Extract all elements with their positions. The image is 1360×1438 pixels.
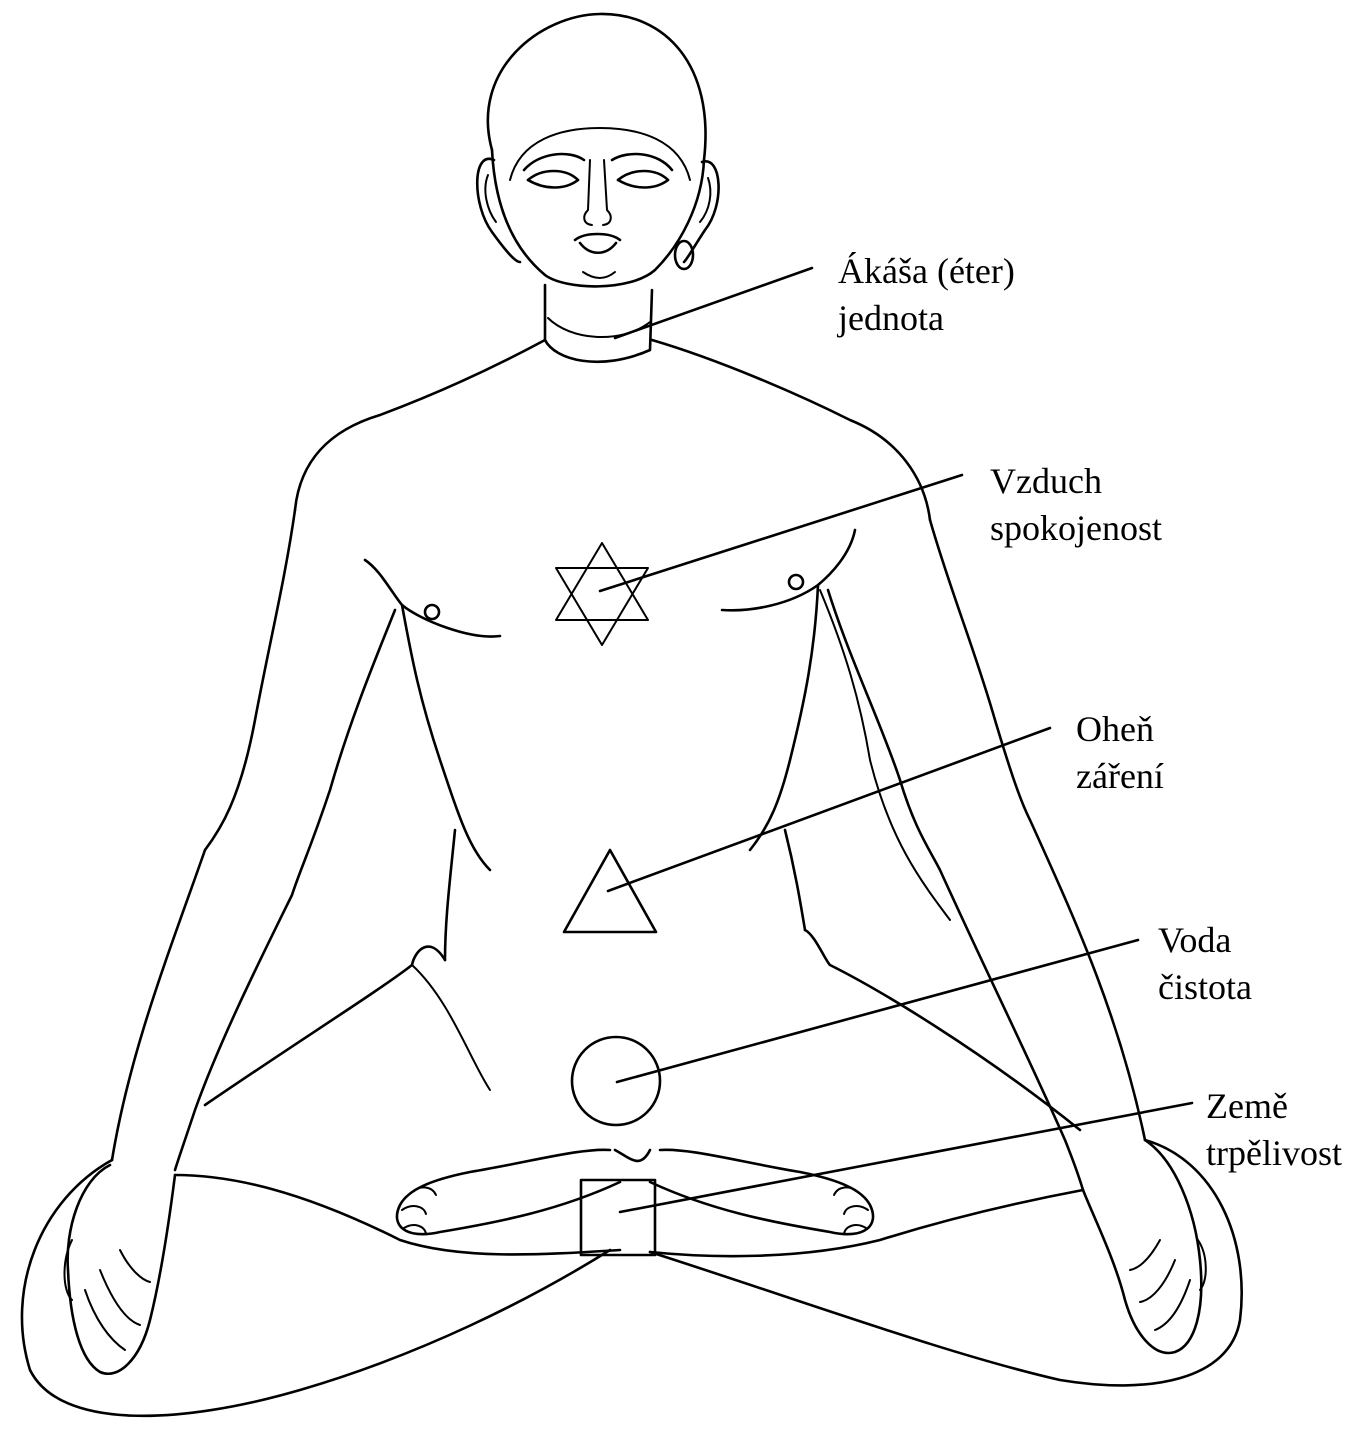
- water-element-name: Voda: [1158, 917, 1252, 964]
- figure-legs: [22, 1140, 1242, 1416]
- fire-label: Oheň záření: [1076, 706, 1164, 800]
- earth-label: Země trpělivost: [1206, 1083, 1342, 1177]
- figure-torso: [112, 285, 1145, 1190]
- air-leader-line: [600, 475, 962, 591]
- water-leader-line: [617, 940, 1138, 1082]
- figure-head: [477, 14, 718, 286]
- air-label: Vzduch spokojenost: [990, 458, 1162, 552]
- figure-left-hand: [65, 1165, 176, 1374]
- air-element-name: Vzduch: [990, 458, 1162, 505]
- fire-leader-line: [608, 728, 1050, 891]
- earth-leader-line: [620, 1103, 1192, 1212]
- air-hexagram-symbol: [556, 543, 648, 645]
- fire-quality: záření: [1076, 753, 1164, 800]
- figure-feet: [397, 1150, 873, 1234]
- figure-right-hand: [1083, 1140, 1206, 1353]
- water-label: Voda čistota: [1158, 917, 1252, 1011]
- earth-element-name: Země: [1206, 1083, 1342, 1130]
- air-quality: spokojenost: [990, 505, 1162, 552]
- water-circle-symbol: [572, 1037, 660, 1125]
- akasa-element-name: Ákáša (éter): [838, 248, 1015, 295]
- earth-quality: trpělivost: [1206, 1130, 1342, 1177]
- akasa-quality: jednota: [838, 295, 1015, 342]
- akasa-label: Ákáša (éter) jednota: [838, 248, 1015, 342]
- water-quality: čistota: [1158, 964, 1252, 1011]
- earth-square-symbol: [581, 1180, 655, 1255]
- fire-element-name: Oheň: [1076, 706, 1164, 753]
- akasa-leader-line: [615, 268, 812, 338]
